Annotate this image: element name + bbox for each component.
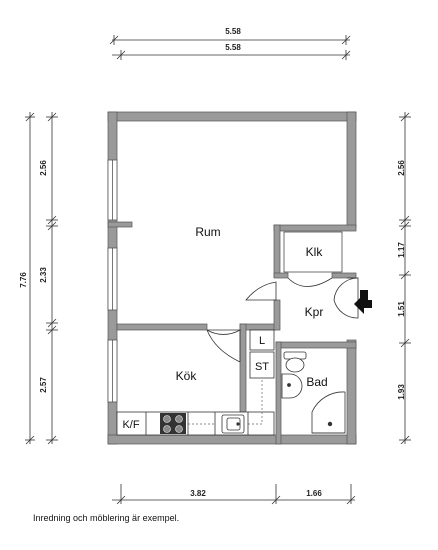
- room-label-bad: Bad: [306, 375, 327, 389]
- dim-right-seg-4: 1.93: [397, 384, 406, 400]
- wall-rum-kok: [116, 323, 208, 331]
- wall-klk-left: [273, 224, 281, 278]
- dim-right-seg-2: 1.17: [397, 242, 406, 258]
- room-label-klk: Klk: [306, 245, 324, 259]
- dim-left-seg-3: 2.57: [39, 377, 48, 393]
- toilet-icon: [283, 351, 307, 373]
- walls: [107, 111, 357, 445]
- closet-outline: [283, 231, 343, 273]
- wall-hall-left: [273, 299, 281, 331]
- label-st: ST: [255, 361, 269, 373]
- wall-bottom: [107, 434, 357, 445]
- wall-klk-bottom-left: [273, 272, 289, 279]
- cabinet-st: [249, 351, 275, 379]
- kitchen-counter: [116, 411, 275, 436]
- wall-rum-stub: [107, 221, 133, 228]
- dim-bottom-right: 1.66: [306, 489, 322, 498]
- room-label-kok: Kök: [176, 369, 198, 383]
- wall-kok-hall: [239, 323, 247, 413]
- stove-icon: [160, 413, 186, 434]
- wall-klk-bottom-right: [331, 272, 357, 279]
- caption: Inredning och möblering är exempel.: [33, 513, 180, 523]
- cabinet-l: [249, 329, 275, 351]
- washbasin-icon: [281, 373, 303, 399]
- dim-left-seg-2: 2.33: [39, 267, 48, 283]
- wall-top: [107, 111, 357, 122]
- cabinet-dashed-line: [188, 380, 263, 425]
- cabinets: [249, 329, 275, 379]
- label-l: L: [259, 335, 265, 347]
- dim-bottom-left: 3.82: [190, 489, 206, 498]
- entrance-arrow-icon: [354, 290, 372, 314]
- label-kf: K/F: [122, 419, 139, 431]
- wall-bad-top: [275, 341, 357, 349]
- dim-left-total: 7.76: [19, 272, 28, 288]
- dim-left-seg-1: 2.56: [39, 160, 48, 176]
- wall-right-lower: [346, 339, 357, 445]
- wall-right-upper: [346, 111, 357, 229]
- shower-icon: [311, 391, 346, 434]
- room-label-kpr: Kpr: [305, 305, 324, 319]
- dim-right-seg-3: 1.51: [397, 301, 406, 317]
- windows: [107, 159, 118, 403]
- room-label-rum: Rum: [195, 225, 220, 239]
- dim-right-seg-1: 2.56: [397, 160, 406, 176]
- dimension-lines: [25, 35, 411, 505]
- sink-icon: [221, 414, 245, 434]
- wall-klk-top: [273, 224, 357, 232]
- doors: [206, 277, 359, 363]
- dim-top-outer: 5.58: [225, 27, 241, 36]
- dim-top-inner: 5.58: [225, 43, 241, 52]
- wall-bad-left: [275, 341, 282, 445]
